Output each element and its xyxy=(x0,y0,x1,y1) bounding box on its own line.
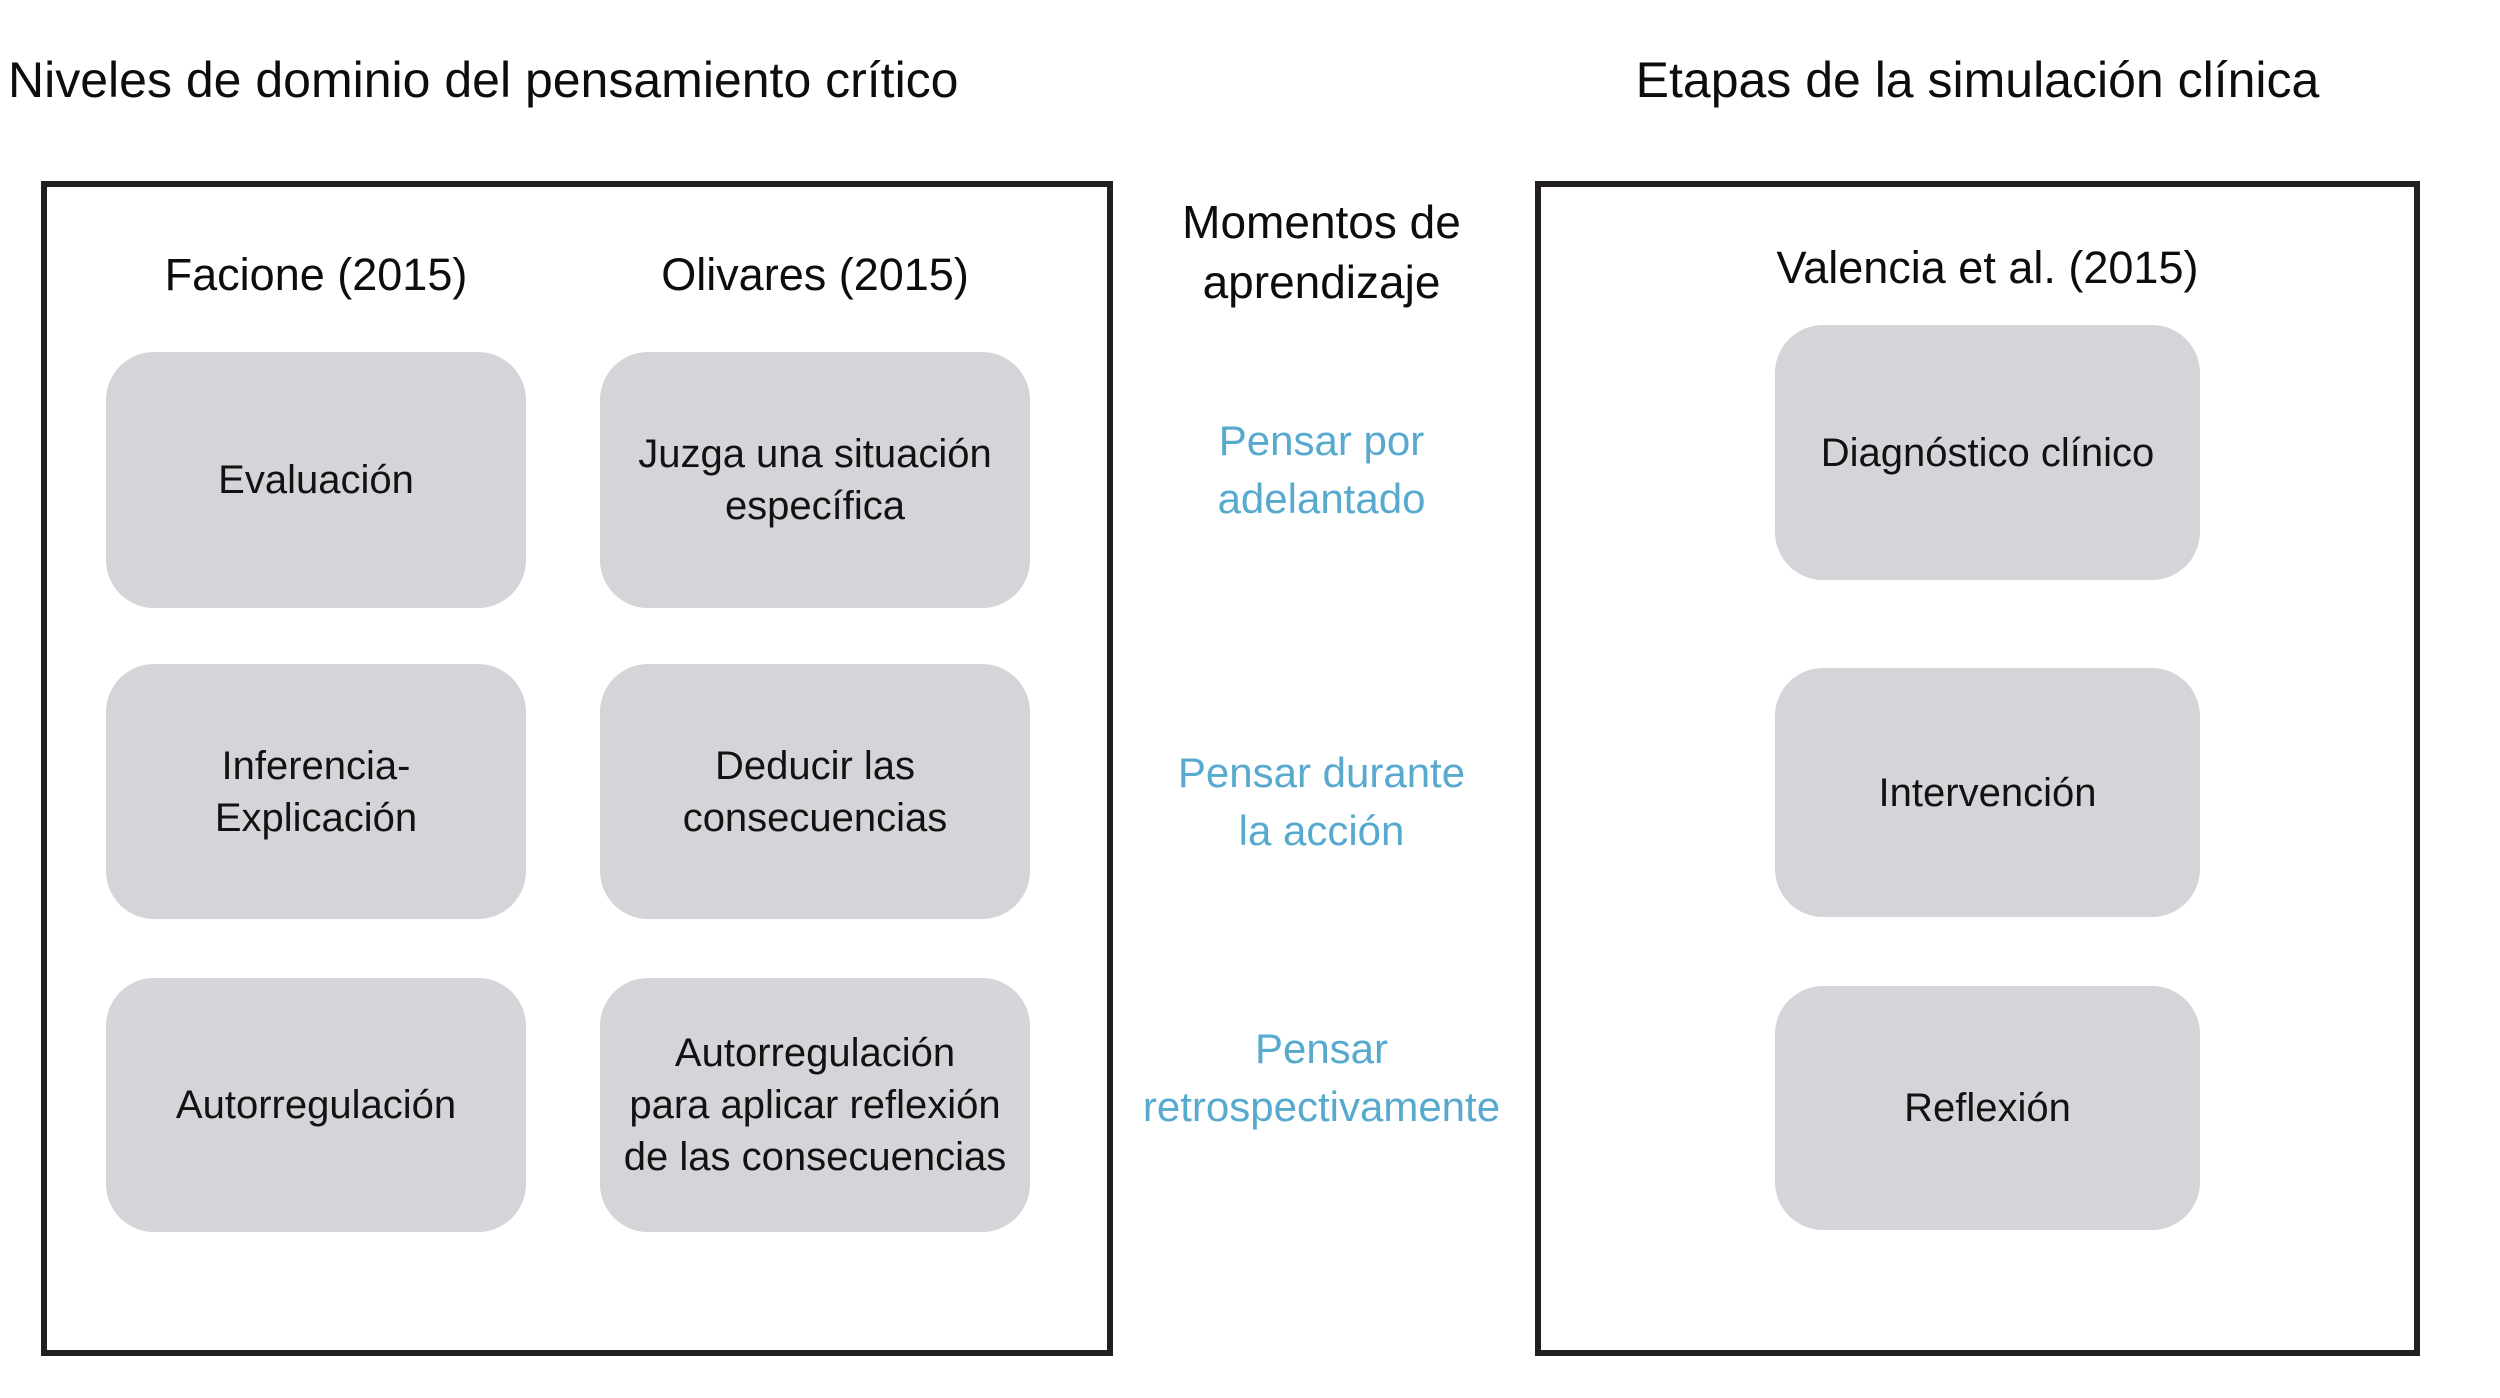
facione-box-evaluacion: Evaluación xyxy=(106,352,526,608)
left-section-title: Niveles de dominio del pensamiento críti… xyxy=(8,52,959,108)
valencia-box-reflexion: Reflexión xyxy=(1775,986,2200,1230)
moment-pensar-retrospectivamente: Pensar retrospectivamente xyxy=(1142,1025,1501,1130)
facione-box-inferencia-explicacion: Inferencia- Explicación xyxy=(106,664,526,919)
olivares-box-autorregulacion-reflexion: Autorregulación para aplicar reflexión d… xyxy=(600,978,1030,1232)
right-section-title: Etapas de la simulación clínica xyxy=(1635,52,2320,108)
momentos-header: Momentos de aprendizaje xyxy=(1182,196,1461,308)
facione-column-header: Facione (2015) xyxy=(164,249,468,300)
olivares-box-juzga-situacion: Juzga una situación específica xyxy=(600,352,1030,608)
moment-pensar-durante-accion: Pensar durante la acción xyxy=(1177,749,1466,854)
valencia-box-diagnostico-clinico: Diagnóstico clínico xyxy=(1775,325,2200,580)
valencia-column-header: Valencia et al. (2015) xyxy=(1776,242,2199,293)
valencia-box-intervencion: Intervención xyxy=(1775,668,2200,917)
olivares-column-header: Olivares (2015) xyxy=(661,249,969,300)
facione-box-autorregulacion: Autorregulación xyxy=(106,978,526,1232)
olivares-box-deducir-consecuencias: Deducir las consecuencias xyxy=(600,664,1030,919)
moment-pensar-por-adelantado: Pensar por adelantado xyxy=(1217,417,1426,522)
